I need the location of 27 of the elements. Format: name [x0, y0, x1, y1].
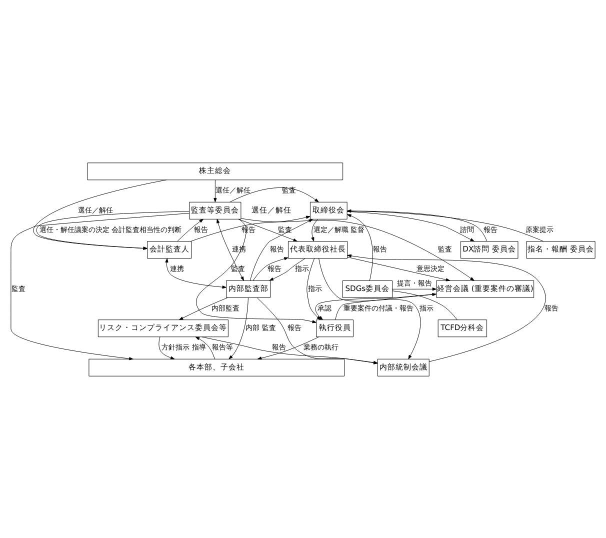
arrow: [347, 256, 450, 281]
arrow: [392, 287, 437, 290]
arrow: [195, 336, 215, 359]
arrow: [178, 296, 228, 320]
arrow: [158, 336, 175, 359]
arrow: [347, 214, 373, 280]
arrow: [347, 254, 546, 362]
arrow: [196, 218, 316, 323]
arrow: [318, 258, 421, 359]
arrow: [214, 179, 217, 202]
arrow: [269, 258, 306, 280]
arrow: [230, 186, 319, 202]
arrow: [250, 218, 313, 280]
arrow: [216, 218, 244, 280]
arrow: [238, 218, 298, 242]
arrow: [190, 215, 310, 242]
arrow: [177, 218, 204, 241]
connector: [392, 290, 458, 320]
arrow: [257, 336, 319, 360]
arrow: [311, 218, 318, 241]
arrow: [335, 292, 436, 320]
arrow: [165, 258, 226, 288]
arrow: [240, 218, 474, 280]
arrow: [228, 296, 248, 359]
arrow: [347, 210, 474, 242]
arrow: [10, 212, 190, 360]
arrow: [252, 256, 288, 280]
